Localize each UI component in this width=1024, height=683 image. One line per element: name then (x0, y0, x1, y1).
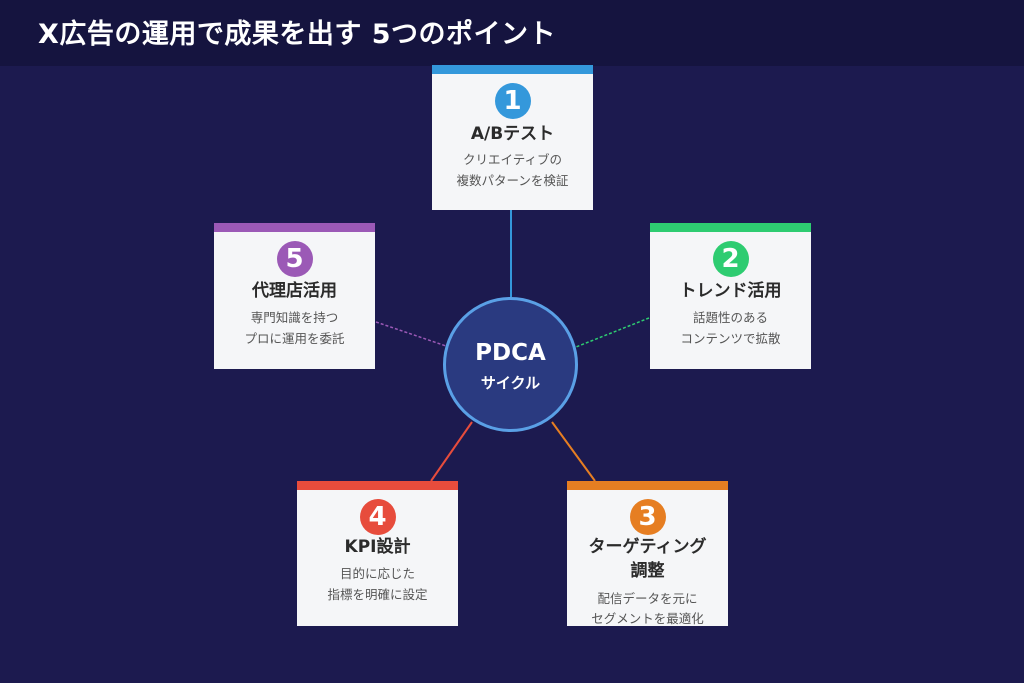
point-title: 代理店活用 (252, 281, 337, 301)
number-badge: 3 (629, 499, 666, 535)
connector-line-2 (575, 317, 650, 348)
center-sublabel: サイクル (480, 374, 541, 392)
number-badge: 2 (712, 241, 749, 277)
point-title: トレンド活用 (679, 281, 782, 301)
point-title: A/Bテスト (470, 124, 555, 144)
point-desc-line1: 配信データを元に (597, 591, 698, 606)
center-label: PDCA (475, 340, 546, 366)
point-desc-line2: セグメントを最適化 (591, 611, 704, 626)
point-card-4: 4 KPI設計 目的に応じた 指標を明確に設定 (297, 481, 458, 626)
card-accent-bar (650, 223, 811, 232)
number-badge: 4 (359, 499, 396, 535)
point-title: ターゲティング (588, 537, 707, 557)
connector-line-5 (375, 321, 447, 347)
point-desc-line1: クリエイティブの (462, 152, 562, 167)
number-badge: 1 (494, 83, 531, 119)
point-card-3: 3 ターゲティング 調整 配信データを元に セグメントを最適化 (567, 481, 728, 626)
page-title: X広告の運用で成果を出す 5つのポイント (38, 19, 557, 50)
card-accent-bar (567, 481, 728, 490)
point-desc-line1: 専門知識を持つ (250, 310, 339, 325)
point-desc-line2: プロに運用を委託 (244, 331, 345, 346)
number-badge: 5 (276, 241, 313, 277)
point-card-2: 2 トレンド活用 話題性のある コンテンツで拡散 (650, 223, 811, 369)
point-desc-line2: 指標を明確に設定 (327, 587, 428, 602)
point-card-5: 5 代理店活用 専門知識を持つ プロに運用を委託 (214, 223, 375, 369)
point-desc-line2: 複数パターンを検証 (456, 173, 569, 188)
connector-line-4 (430, 421, 473, 482)
point-title: KPI設計 (344, 537, 411, 557)
card-accent-bar (214, 223, 375, 232)
point-desc-line1: 目的に応じた (339, 566, 415, 581)
point-card-1: 1 A/Bテスト クリエイティブの 複数パターンを検証 (432, 65, 593, 210)
point-desc-line1: 話題性のある (692, 310, 768, 325)
card-accent-bar (297, 481, 458, 490)
point-desc-line2: コンテンツで拡散 (680, 331, 781, 346)
point-title-line2: 調整 (630, 561, 665, 581)
card-accent-bar (432, 65, 593, 74)
header-bar: X広告の運用で成果を出す 5つのポイント (0, 0, 1024, 66)
pdca-center-circle: PDCA サイクル (443, 297, 578, 432)
connector-line-3 (551, 421, 596, 482)
